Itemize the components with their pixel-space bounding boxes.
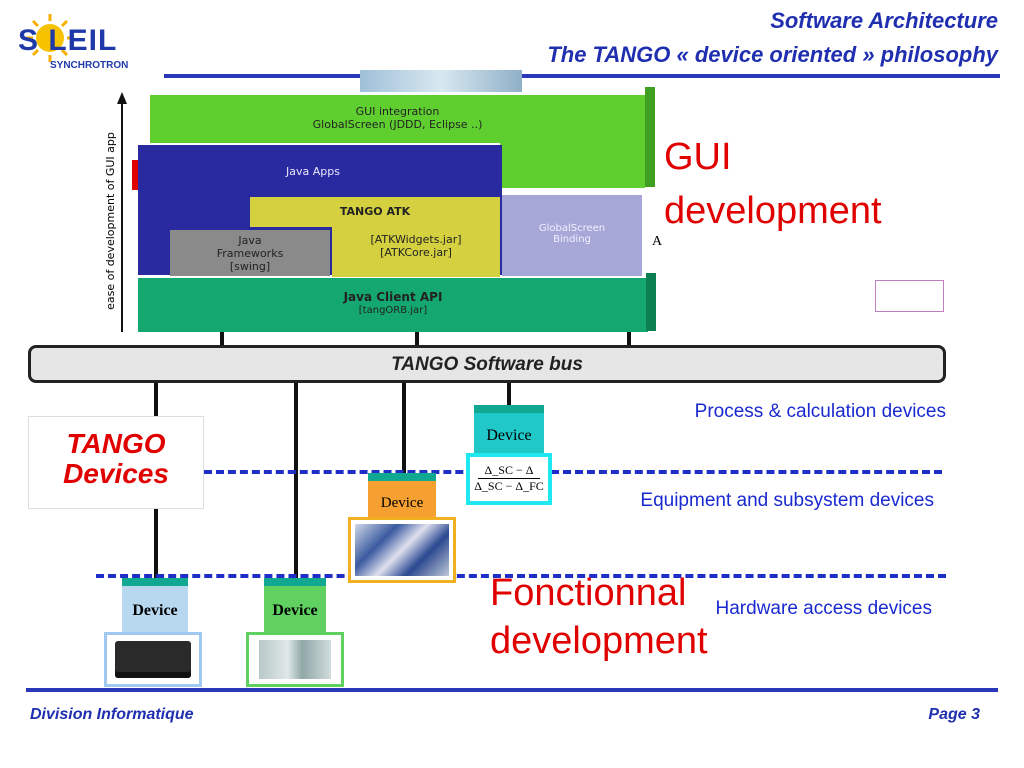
hardware-photo-frame-2	[246, 632, 344, 687]
java-frameworks-line1: Java	[238, 234, 262, 247]
gs-binding-line2: Binding	[553, 234, 591, 245]
equipment-device-label: Device	[380, 495, 424, 511]
equipment-photo-frame	[348, 517, 456, 583]
logo-wordmark: S LEIL	[18, 24, 118, 57]
atk-widgets-jar: [ATKWidgets.jar]	[370, 233, 462, 246]
gui-integration-title: GUI integration	[355, 105, 440, 118]
footer-left: Division Informatique	[30, 706, 194, 723]
java-apps-label: Java Apps	[286, 165, 340, 178]
footer-page-number: Page 3	[928, 706, 980, 723]
connector	[627, 332, 631, 350]
hardware-photo-1	[115, 641, 191, 678]
tango-devices-line2: Devices	[63, 458, 169, 489]
hardware-photo-2	[259, 640, 331, 679]
device-stem	[507, 383, 511, 405]
formula-frame: Δ_SC − Δ Δ_SC − Δ_FC	[466, 453, 552, 505]
hidden-letter: A	[652, 234, 663, 249]
java-client-api-layer: Java Client API [tangORB.jar]	[138, 278, 648, 332]
connector	[415, 332, 419, 350]
process-device[interactable]: Device	[474, 405, 544, 453]
logo-subtext: SYNCHROTRON	[50, 60, 129, 71]
globalscreen-text: GlobalScreen (JDDD, Eclipse ..)	[312, 118, 483, 131]
hardware-devices-label: Hardware access devices	[715, 598, 932, 619]
gui-integration-lower	[500, 143, 645, 188]
gui-dev-line2: development	[664, 190, 882, 232]
tango-atk-header: TANGO ATK	[250, 197, 500, 227]
globalscreen-binding-block: GlobalScreen Binding	[502, 195, 642, 276]
background-picture	[360, 70, 522, 92]
process-devices-label: Process & calculation devices	[694, 401, 946, 422]
hardware-device-2-label: Device	[272, 602, 318, 619]
functional-dev-line1: Fonctionnal	[490, 572, 687, 614]
gui-layer-edge	[645, 87, 655, 187]
formula-numerator: Δ_SC − Δ	[478, 463, 540, 479]
hardware-device-2[interactable]: Device	[264, 578, 326, 632]
axis-label-text: ease of development of GUI app	[104, 132, 117, 310]
process-device-label: Device	[486, 427, 532, 444]
empty-box	[875, 280, 944, 312]
tango-atk-label: TANGO ATK	[339, 205, 411, 218]
client-api-edge	[646, 273, 656, 331]
client-api-label: Java Client API	[343, 290, 443, 304]
equipment-device[interactable]: Device	[368, 473, 436, 517]
gs-binding-line1: GlobalScreen	[538, 223, 606, 234]
gui-integration-layer: GUI integration GlobalScreen (JDDD, Ecli…	[150, 95, 645, 143]
gui-dev-line1: GUI	[664, 136, 732, 178]
functional-dev-line2: development	[490, 620, 708, 662]
sun-logo-icon	[26, 14, 74, 62]
client-api-jar: [tangORB.jar]	[358, 305, 428, 316]
formula-denominator: Δ_SC − Δ_FC	[474, 479, 544, 493]
software-bus-label: TANGO Software bus	[391, 354, 583, 375]
equipment-photo	[355, 524, 449, 576]
level-divider-upper	[204, 470, 942, 474]
java-frameworks-block: Java Frameworks [swing]	[170, 230, 330, 276]
software-bus: TANGO Software bus	[28, 345, 946, 383]
logo: S LEIL SYNCHROTRON	[14, 10, 154, 72]
connector	[220, 332, 224, 350]
header-rule	[164, 74, 1000, 78]
page-subtitle: The TANGO « device oriented » philosophy	[547, 42, 998, 67]
hardware-photo-frame-1	[104, 632, 202, 687]
device-stem	[294, 383, 298, 578]
axis-label: ease of development of GUI app	[104, 106, 118, 336]
hardware-device-1[interactable]: Device	[122, 578, 188, 632]
device-stem	[402, 383, 406, 473]
java-frameworks-line3: [swing]	[229, 260, 271, 273]
page-title: Software Architecture	[770, 8, 998, 33]
footer-rule	[26, 688, 998, 692]
tango-devices-line1: TANGO	[66, 428, 166, 459]
atk-core-jar: [ATKCore.jar]	[380, 246, 452, 259]
hardware-device-1-label: Device	[132, 602, 178, 619]
tango-devices-label: TANGO Devices	[28, 416, 204, 509]
equipment-devices-label: Equipment and subsystem devices	[640, 490, 934, 511]
java-frameworks-line2: Frameworks	[216, 247, 284, 260]
level-divider-lower	[96, 574, 946, 578]
axis-arrow-icon	[117, 92, 127, 332]
atk-jars-block: [ATKWidgets.jar] [ATKCore.jar]	[332, 227, 500, 277]
